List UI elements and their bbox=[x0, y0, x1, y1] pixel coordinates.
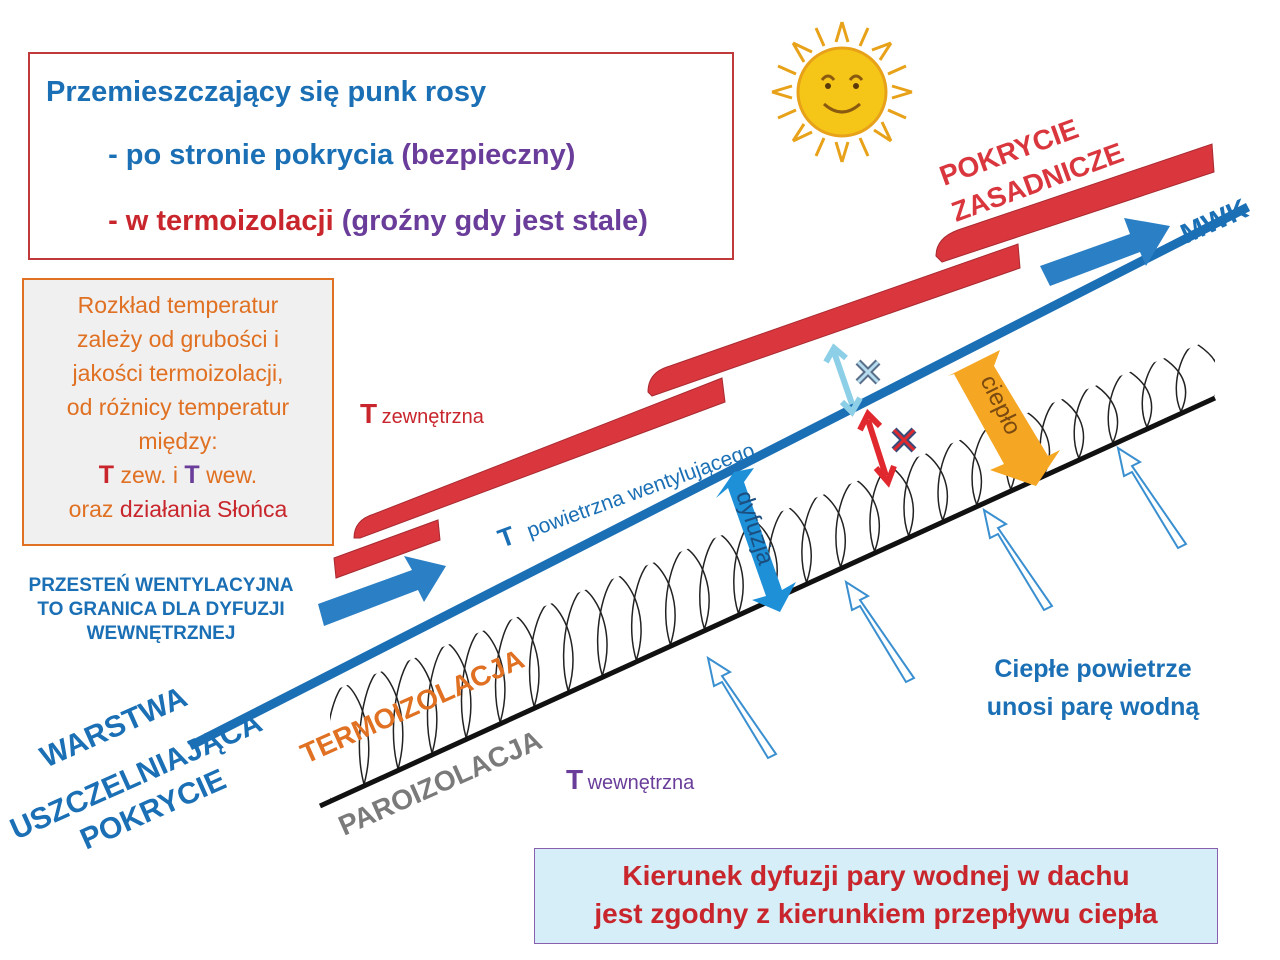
info-line-6: T zew. i T wew. bbox=[24, 458, 332, 492]
warm-air-arrows bbox=[706, 445, 1188, 760]
ventilation-flow-arrow-right bbox=[1040, 218, 1170, 286]
info-dzialania: działania bbox=[119, 496, 211, 522]
conclusion-line-1: Kierunek dyfuzji pary wodnej w dachu bbox=[622, 860, 1130, 891]
dew-point-arrow-insulation bbox=[857, 408, 897, 488]
legend-row-danger: ✖ - w termoizolacji (groźny gdy jest sta… bbox=[70, 204, 648, 238]
legend-row-safe: ✖ - po stronie pokrycia (bezpieczny) bbox=[70, 138, 575, 172]
info-line-3: jakości termoizolacji, bbox=[72, 360, 284, 386]
temperature-info-box: Rozkład temperatur zależy od grubości i … bbox=[22, 278, 334, 546]
sealing-layer-line bbox=[187, 202, 1251, 751]
legend-safe-marker: ✖ bbox=[70, 138, 100, 171]
info-slonca: Słońca bbox=[217, 496, 288, 522]
t-wew-main-text: wewnętrzna bbox=[587, 772, 695, 794]
info-oraz: oraz bbox=[68, 496, 114, 522]
t-zew-main-letter: T bbox=[360, 398, 378, 429]
label-t-zewnetrzna: T zewnętrzna bbox=[360, 398, 484, 430]
info-wew: wew. bbox=[206, 462, 258, 488]
info-zew: zew. i bbox=[120, 462, 178, 488]
legend-danger-text: - w termoizolacji bbox=[108, 205, 334, 237]
ventilation-line-3: WEWNĘTRZNEJ bbox=[86, 623, 236, 644]
warm-air-line-2: unosi parę wodną bbox=[986, 693, 1200, 721]
info-line-5: między: bbox=[138, 428, 218, 454]
dew-point-arrow-covering bbox=[823, 343, 863, 417]
info-line-2: zależy od grubości i bbox=[77, 326, 279, 352]
legend-danger-marker: ✖ bbox=[70, 204, 100, 237]
conclusion-box: Kierunek dyfuzji pary wodnej w dachu jes… bbox=[534, 848, 1218, 944]
heat-double-arrow bbox=[948, 350, 1060, 486]
ventilation-flow-arrow-left bbox=[318, 556, 446, 626]
label-ventilation-space: PRZESTEŃ WENTYLACYJNA TO GRANICA DLA DYF… bbox=[8, 574, 314, 646]
cross-marker-icon bbox=[855, 359, 881, 385]
ventilation-line-1: PRZESTEŃ WENTYLACYJNA bbox=[28, 575, 294, 596]
label-mwk: MWK bbox=[1176, 193, 1253, 250]
t-wew-letter: T bbox=[184, 461, 200, 489]
label-warm-air: Ciepłe powietrze unosi parę wodną bbox=[966, 650, 1220, 726]
legend-danger-note: (groźny gdy jest stale) bbox=[341, 205, 648, 237]
sun-icon bbox=[771, 21, 913, 163]
cross-marker-icon bbox=[891, 427, 917, 453]
t-zew-main-text: zewnętrzna bbox=[381, 406, 484, 428]
info-line-1: Rozkład temperatur bbox=[77, 292, 279, 318]
label-t-wewnetrzna: T wewnętrzna bbox=[566, 764, 694, 796]
info-line-7: oraz działania Słońca bbox=[24, 492, 332, 526]
legend-title: Przemieszczający się punk rosy bbox=[46, 76, 487, 108]
t-zew-letter: T bbox=[98, 461, 115, 489]
diffusion-double-arrow bbox=[716, 468, 796, 612]
legend-safe-note: (bezpieczny) bbox=[401, 139, 576, 171]
t-powietrzna-letter: T bbox=[494, 520, 519, 554]
legend-box: Przemieszczający się punk rosy ✖ - po st… bbox=[28, 52, 734, 260]
t-wew-main-letter: T bbox=[566, 764, 584, 795]
legend-safe-text: - po stronie pokrycia bbox=[108, 139, 394, 171]
warm-air-line-1: Ciepłe powietrze bbox=[994, 655, 1192, 683]
conclusion-line-2: jest zgodny z kierunkiem przepływu ciepł… bbox=[594, 898, 1158, 929]
ventilation-line-2: TO GRANICA DLA DYFUZJI bbox=[37, 599, 285, 620]
roof-covering-tiles bbox=[333, 143, 1215, 579]
info-line-4: od różnicy temperatur bbox=[66, 394, 290, 420]
